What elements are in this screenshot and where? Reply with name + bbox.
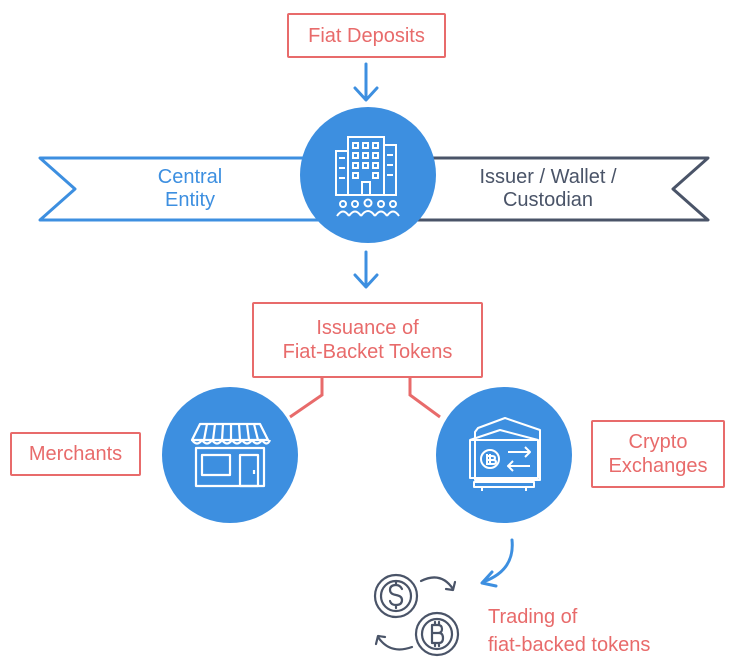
- connector-right: [408, 378, 441, 419]
- office-building-people-icon: [335, 136, 400, 217]
- trading-label: Trading of fiat-backed tokens: [488, 606, 651, 656]
- left-ribbon: [38, 156, 342, 222]
- merchants-box: Merchants: [10, 432, 141, 476]
- dollar-bitcoin-exchange-icon: [373, 573, 460, 657]
- issuance-box: Issuance of Fiat-Backet Tokens: [252, 302, 483, 378]
- issuer-wallet-custodian-label: Issuer / Wallet / Custodian: [479, 166, 617, 211]
- central-entity-label: Central Entity: [157, 166, 223, 211]
- center-circle: [300, 107, 436, 243]
- arrow-down-top: [353, 62, 379, 102]
- arrow-down-middle: [353, 250, 379, 289]
- crypto-circle: [436, 387, 572, 523]
- connector-left: [289, 378, 324, 419]
- arrow-curved-trading: [480, 538, 514, 588]
- storefront-icon: [190, 422, 272, 488]
- fiat-deposits-box: Fiat Deposits: [287, 13, 446, 58]
- exchange-terminal-icon: [469, 417, 541, 491]
- crypto-exchanges-box: Crypto Exchanges: [591, 420, 725, 488]
